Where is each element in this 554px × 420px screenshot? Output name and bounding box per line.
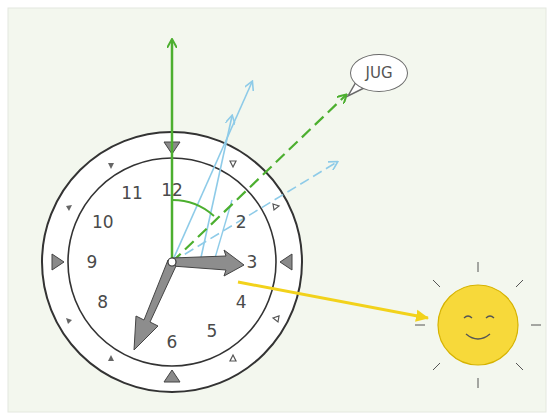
south-arrow — [172, 95, 346, 262]
blue-arrow — [200, 116, 232, 262]
hand-pivot — [168, 258, 176, 266]
hour-numeral: 5 — [207, 321, 218, 341]
angle-arc — [172, 200, 214, 216]
minor-markers-dark — [66, 163, 114, 361]
blue-arrow — [172, 82, 252, 262]
bubble-text: JUG — [365, 64, 392, 82]
hour-numeral: 11 — [121, 183, 143, 203]
hour-numeral: 4 — [236, 292, 247, 312]
hour-numeral: 6 — [167, 332, 178, 352]
speech-bubble: JUG — [350, 54, 408, 92]
hour-numeral: 9 — [87, 252, 98, 272]
north-arrow — [171, 40, 174, 262]
paper — [8, 8, 546, 412]
blue-arrow — [172, 162, 337, 262]
sun — [438, 285, 518, 365]
hour-hand — [172, 250, 244, 276]
hour-numeral: 2 — [236, 212, 247, 232]
watch-dial — [68, 158, 276, 366]
sun-rays — [415, 262, 541, 388]
sun-face — [464, 316, 494, 339]
hour-numeral: 12 — [161, 180, 183, 200]
hour-numeral: 10 — [92, 212, 114, 232]
hour-numeral: 8 — [97, 292, 108, 312]
hour-numeral: 3 — [247, 252, 258, 272]
sun-arrow — [238, 282, 428, 318]
